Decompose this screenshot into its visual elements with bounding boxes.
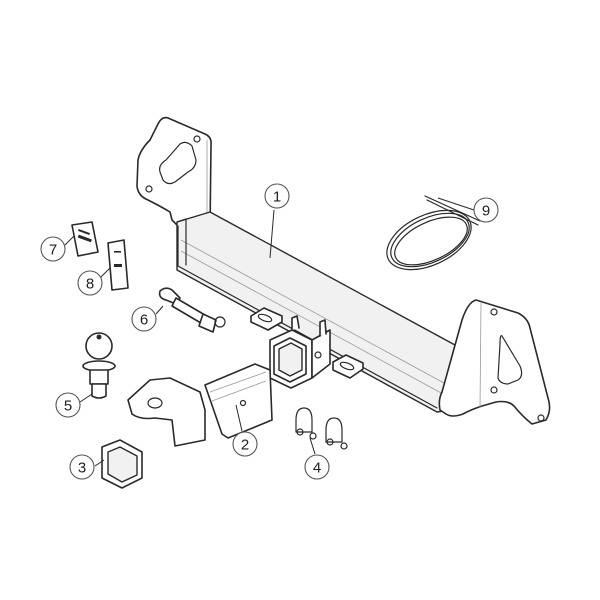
label-sticker-7 [71, 221, 99, 257]
callout-6: 6 [131, 306, 157, 332]
safety-shackles [295, 407, 348, 450]
wiring-loom-coil [386, 195, 481, 271]
callout-3: 3 [69, 454, 95, 480]
leader-lines [64, 197, 475, 467]
callout-7: 7 [40, 236, 66, 262]
callout-1-label: 1 [273, 189, 281, 206]
callout-9-label: 9 [482, 203, 490, 220]
callout-9: 9 [473, 197, 499, 223]
ball-mount [127, 363, 273, 447]
callout-4-label: 4 [313, 460, 321, 477]
receiver-cover [101, 439, 143, 489]
callout-5-label: 5 [64, 398, 72, 415]
callout-4: 4 [304, 454, 330, 480]
callout-6-label: 6 [140, 312, 148, 329]
label-sticker-8 [107, 239, 129, 291]
callout-7-label: 7 [49, 242, 57, 259]
callout-5: 5 [55, 392, 81, 418]
tow-bar-crossmember [136, 116, 551, 425]
tow-ball [82, 332, 116, 399]
callout-2: 2 [232, 431, 258, 457]
callout-3-label: 3 [78, 460, 86, 477]
callout-8: 8 [77, 270, 103, 296]
callout-8-label: 8 [86, 276, 94, 293]
callout-1: 1 [264, 183, 290, 209]
hitch-pin [158, 287, 226, 333]
callout-2-label: 2 [241, 437, 249, 454]
